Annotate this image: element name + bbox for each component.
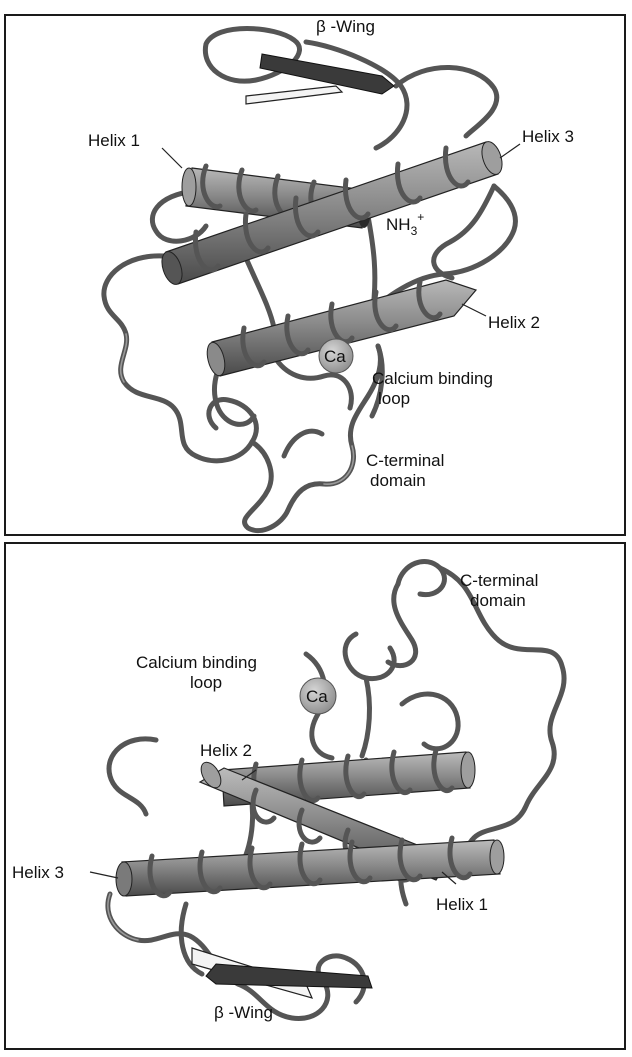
calcium-loop-label-line1-bottom: Calcium binding [136, 653, 257, 672]
structure-panel-top: Ca β -Wing Helix 1 Helix 3 Helix 2 NH3+ … [4, 14, 626, 536]
protein-ribbon-top: Ca β -Wing Helix 1 Helix 3 Helix 2 NH3+ … [6, 16, 624, 534]
calcium-loop-label-line1-top: Calcium binding [372, 369, 493, 388]
helix1-label-bottom: Helix 1 [436, 895, 488, 914]
helix2-label-top: Helix 2 [488, 313, 540, 332]
ca-label-top: Ca [324, 347, 346, 366]
helix3-cylinder-top [158, 139, 506, 287]
helix1-label-top: Helix 1 [88, 131, 140, 150]
beta-wing-label-bottom: β -Wing [214, 1003, 273, 1022]
helix3-label-bottom: Helix 3 [12, 863, 64, 882]
helix2-label-bottom: Helix 2 [200, 741, 252, 760]
cterm-label-line2-bottom: domain [470, 591, 526, 610]
cterm-label-line2-top: domain [370, 471, 426, 490]
helix3-cylinder-bottom [116, 838, 504, 896]
beta-wing-label-top: β -Wing [316, 17, 375, 36]
calcium-loop-label-line2-top: loop [378, 389, 410, 408]
nh3-label: NH3+ [386, 210, 424, 238]
calcium-ion-bottom: Ca [300, 678, 336, 714]
protein-ribbon-bottom: Ca C-terminal domain Calcium binding loo… [6, 544, 624, 1048]
structure-panel-bottom: Ca C-terminal domain Calcium binding loo… [4, 542, 626, 1050]
cterm-label-line1-top: C-terminal [366, 451, 444, 470]
calcium-loop-label-line2-bottom: loop [190, 673, 222, 692]
calcium-ion-top: Ca [319, 339, 353, 373]
ca-label-bottom: Ca [306, 687, 328, 706]
coil-backbone-top [104, 29, 516, 531]
helix3-label-top: Helix 3 [522, 127, 574, 146]
cterm-label-line1-bottom: C-terminal [460, 571, 538, 590]
